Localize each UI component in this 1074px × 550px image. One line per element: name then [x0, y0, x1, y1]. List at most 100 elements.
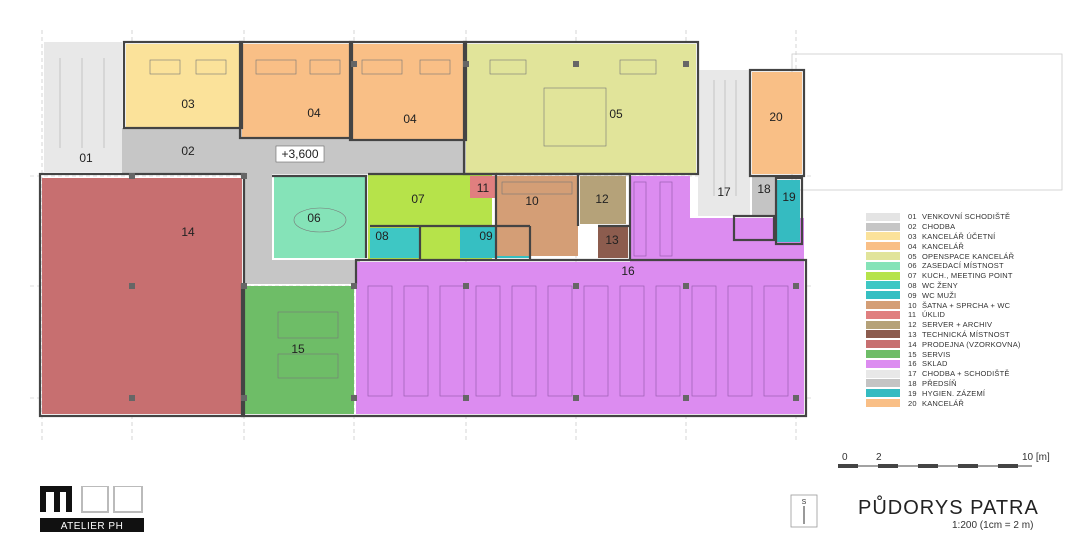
scale-bar: 0 2 10 [m]	[838, 452, 1050, 468]
legend-row: 03 KANCELÁŘ ÚČETNÍ	[866, 232, 1066, 242]
room-label-04b: 04	[403, 112, 417, 126]
room-label-19: 19	[782, 190, 796, 204]
legend-number: 11	[908, 310, 917, 320]
legend-text: KANCELÁŘ ÚČETNÍ	[922, 231, 996, 241]
legend-number: 20	[908, 398, 917, 408]
legend-number: 12	[908, 320, 917, 330]
legend-row: 08 WC ŽENY	[866, 281, 1066, 291]
legend-row: 01 VENKOVNÍ SCHODIŠTĚ	[866, 212, 1066, 222]
room-label-04a: 04	[307, 106, 321, 120]
room-label-11: 11	[477, 181, 490, 195]
room-05-fill	[466, 44, 696, 174]
legend-row: 09 WC MUŽI	[866, 290, 1066, 300]
room-label-13: 13	[605, 233, 619, 247]
legend-text: PŘEDSÍŇ	[922, 378, 957, 388]
legend-number: 13	[908, 329, 917, 339]
legend-text: KANCELÁŘ	[922, 241, 965, 251]
scale-tick-10: 10 [m]	[1022, 452, 1050, 463]
legend-text: SERVIS	[922, 349, 951, 359]
room-label-01: 01	[79, 151, 93, 165]
room-label-14: 14	[181, 225, 195, 239]
legend-swatch	[866, 389, 900, 398]
room-16-fill	[356, 262, 804, 414]
legend-text: WC ŽENY	[922, 280, 958, 290]
legend-number: 19	[908, 388, 917, 398]
legend-swatch	[866, 399, 900, 408]
legend-text: SERVER + ARCHIV	[922, 320, 993, 330]
room-08-fill	[370, 228, 420, 258]
legend-text: KANCELÁŘ	[922, 398, 965, 408]
room-03-fill	[126, 44, 240, 128]
room-label-15: 15	[291, 342, 305, 356]
legend-swatch	[866, 212, 900, 221]
legend-number: 16	[908, 359, 917, 369]
legend-swatch	[866, 310, 900, 319]
legend-number: 02	[908, 222, 917, 232]
legend-text: PRODEJNA (VZORKOVNA)	[922, 339, 1021, 349]
room-label-06: 06	[307, 211, 321, 225]
room-02c-fill	[244, 260, 360, 284]
legend-number: 15	[908, 349, 917, 359]
room-11-fill	[470, 176, 496, 198]
room-17-fill	[698, 70, 750, 216]
legend-swatch	[866, 369, 900, 378]
north-arrow-icon: S	[790, 494, 818, 528]
room-label-17: 17	[717, 185, 731, 199]
room-19-fill	[776, 180, 800, 242]
legend-text: SKLAD	[922, 359, 948, 369]
legend-swatch	[866, 252, 900, 261]
legend-row: 15 SERVIS	[866, 349, 1066, 359]
legend-swatch	[866, 291, 900, 300]
legend-row: 16 SKLAD	[866, 359, 1066, 369]
room-13-fill	[598, 226, 628, 258]
legend-swatch	[866, 350, 900, 359]
north-label: S	[802, 499, 807, 506]
legend-number: 01	[908, 212, 917, 222]
legend-text: ÚKLID	[922, 310, 946, 320]
legend-number: 10	[908, 300, 917, 310]
room-label-12: 12	[595, 192, 609, 206]
room-20-fill	[752, 72, 802, 174]
legend-number: 06	[908, 261, 917, 271]
legend-text: WC MUŽI	[922, 290, 957, 300]
level-label: +3,600	[281, 147, 318, 161]
legend-number: 04	[908, 241, 917, 251]
room-label-16: 16	[621, 264, 635, 278]
room-label-07: 07	[411, 192, 425, 206]
legend-number: 14	[908, 339, 917, 349]
legend-row: 14 PRODEJNA (VZORKOVNA)	[866, 339, 1066, 349]
legend-row: 12 SERVER + ARCHIV	[866, 320, 1066, 330]
legend-text: KUCH., MEETING POINT	[922, 271, 1013, 281]
legend-swatch	[866, 261, 900, 270]
legend-swatch	[866, 271, 900, 280]
legend-text: VENKOVNÍ SCHODIŠTĚ	[922, 212, 1011, 222]
room-label-18: 18	[757, 182, 771, 196]
room-label-02: 02	[181, 144, 195, 158]
legend-number: 05	[908, 251, 917, 261]
scale-subtitle: 1:200 (1cm = 2 m)	[952, 520, 1034, 531]
room-06-fill	[274, 176, 366, 258]
room-12-fill	[580, 176, 626, 224]
legend-swatch	[866, 359, 900, 368]
room-label-09: 09	[479, 229, 493, 243]
legend-swatch	[866, 242, 900, 251]
legend-text: HYGIEN. ZÁZEMÍ	[922, 388, 986, 398]
legend-number: 03	[908, 231, 917, 241]
legend-swatch	[866, 281, 900, 290]
scale-tick-0: 0	[842, 452, 848, 463]
legend-row: 19 HYGIEN. ZÁZEMÍ	[866, 388, 1066, 398]
legend-swatch	[866, 340, 900, 349]
room-10-fill	[496, 176, 578, 256]
room-01-fill	[44, 42, 122, 172]
room-15-fill	[242, 286, 354, 414]
legend-number: 08	[908, 280, 917, 290]
legend-number: 09	[908, 290, 917, 300]
legend-swatch	[866, 320, 900, 329]
